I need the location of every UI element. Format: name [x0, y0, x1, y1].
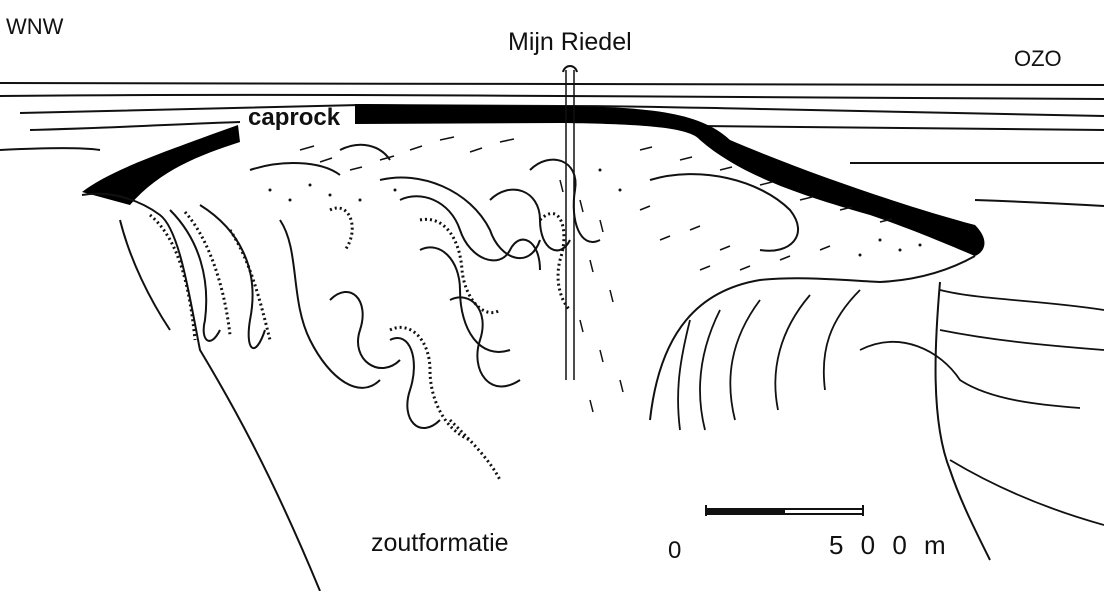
dome-right-flank [936, 282, 990, 560]
mine-shaft-icon [563, 66, 577, 72]
scale-end-label: 5 0 0 m [829, 530, 951, 561]
caprock-label: caprock [248, 104, 340, 132]
salt-fold-structures [170, 145, 798, 428]
layer-line-5 [0, 148, 100, 150]
direction-label-east: OZO [1014, 46, 1062, 72]
dome-left-flank [120, 220, 170, 330]
scale-bar [706, 505, 863, 516]
surface-line [0, 83, 1104, 85]
layer-line-4 [700, 126, 1104, 130]
scale-start-label: 0 [668, 537, 681, 565]
overburden-layers [0, 83, 1104, 206]
layer-line-3 [30, 122, 240, 130]
salt-formation-label: zoutformatie [371, 529, 509, 558]
direction-label-west: WNW [6, 14, 63, 40]
mine-label: Mijn Riedel [508, 28, 632, 57]
dome-right-base [650, 256, 975, 420]
layer-line-7 [975, 200, 1104, 206]
dotted-bands [150, 208, 570, 480]
right-bedding-curves [678, 290, 1104, 525]
dome-upper-boundary [82, 194, 320, 591]
layer-line-1 [0, 95, 1104, 99]
